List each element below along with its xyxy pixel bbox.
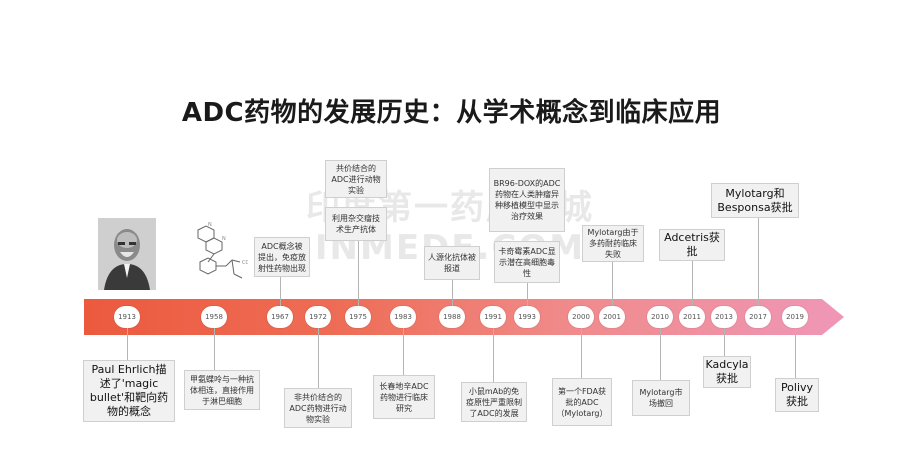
year-1988: 1988: [439, 306, 465, 328]
event-2011: Adcetris获批: [659, 229, 725, 261]
event-2013: Kadcyla获批: [703, 356, 751, 388]
connector-line: [795, 328, 796, 378]
connector-line: [318, 328, 319, 388]
connector-line: [127, 328, 128, 360]
event-1993-br96: BR96-DOX的ADC药物在人类肿瘤异种移植模型中显示治疗效果: [489, 168, 565, 232]
event-1975-hybridoma: 利用杂交瘤技术生产抗体: [325, 207, 387, 241]
event-1967: ADC概念被提出，免疫放射性药物出现: [254, 237, 310, 277]
connector-line: [758, 218, 759, 306]
year-2011: 2011: [679, 306, 705, 328]
connector-line: [660, 328, 661, 380]
event-1913: Paul Ehrlich描述了'magic bullet'和靶向药物的概念: [83, 360, 175, 422]
event-1972: 非共价结合的ADC药物进行动物实验: [284, 388, 352, 428]
year-1993: 1993: [514, 306, 540, 328]
event-2010: Mylotarg市场撤回: [632, 380, 690, 416]
svg-text:N: N: [208, 222, 212, 228]
year-2013: 2013: [711, 306, 737, 328]
connector-line: [527, 283, 528, 306]
person-icon: [98, 218, 156, 290]
event-2001: Mylotarg由于多药耐药临床失败: [582, 225, 644, 262]
year-1975: 1975: [345, 306, 371, 328]
timeline-arrow: [822, 299, 844, 335]
event-1993-calicheamicin: 卡奇霉素ADC显示潜在高细胞毒性: [494, 241, 560, 283]
connector-line: [452, 280, 453, 306]
year-1958: 1958: [201, 306, 227, 328]
event-1988: 人源化抗体被报道: [424, 246, 480, 280]
event-1958: 甲氨蝶呤与一种抗体相连，直接作用于淋巴细胞: [184, 370, 260, 410]
year-2001: 2001: [599, 306, 625, 328]
connector-line: [214, 328, 215, 370]
event-2019: Polivy获批: [775, 378, 819, 412]
connector-line: [358, 241, 359, 306]
molecule-icon: N N COOH: [197, 222, 248, 279]
year-1972: 1972: [305, 306, 331, 328]
year-1967: 1967: [267, 306, 293, 328]
year-2017: 2017: [745, 306, 771, 328]
page-title: ADC药物的发展历史：从学术概念到临床应用: [181, 98, 722, 128]
year-1991: 1991: [480, 306, 506, 328]
event-1991: 小鼠mAb的免疫原性严重限制了ADC的发展: [461, 382, 527, 422]
connector-line: [493, 328, 494, 382]
portrait-image: [98, 218, 156, 290]
year-2000: 2000: [568, 306, 594, 328]
svg-text:COOH: COOH: [242, 260, 248, 266]
connector-line: [612, 262, 613, 306]
connector-line: [581, 328, 582, 378]
connector-line: [692, 261, 693, 306]
svg-text:N: N: [222, 236, 226, 242]
year-1913: 1913: [114, 306, 140, 328]
year-2010: 2010: [647, 306, 673, 328]
connector-line: [280, 277, 281, 306]
year-1983: 1983: [390, 306, 416, 328]
connector-line: [724, 328, 725, 356]
connector-line: [403, 328, 404, 375]
event-1983: 长春地辛ADC药物进行临床研究: [373, 375, 435, 419]
event-1975-adc: 共价结合的ADC进行动物实验: [325, 160, 387, 198]
event-2017: Mylotarg和Besponsa获批: [711, 183, 799, 218]
year-2019: 2019: [782, 306, 808, 328]
event-2000: 第一个FDA获批的ADC（Mylotarg）: [552, 378, 612, 426]
